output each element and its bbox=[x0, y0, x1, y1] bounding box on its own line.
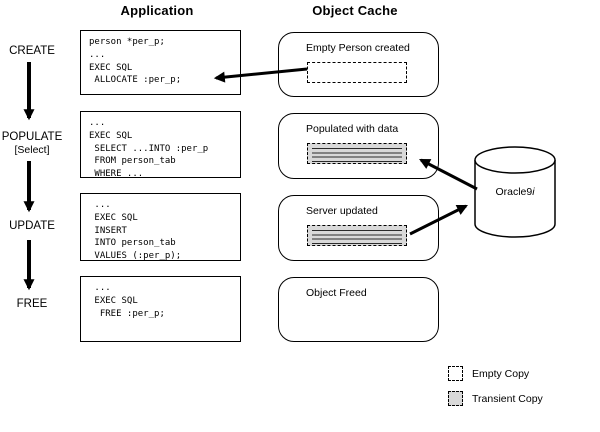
cache-box-server-updated: Server updated bbox=[278, 195, 439, 261]
code-populate-text: ... EXEC SQL SELECT ...INTO :per_p FROM … bbox=[89, 118, 209, 180]
code-box-free: ... EXEC SQL FREE :per_p; bbox=[80, 276, 241, 342]
transient-copy-data-lines bbox=[312, 230, 402, 244]
stage-label-free: FREE bbox=[0, 298, 64, 310]
code-box-update: ... EXEC SQL INSERT INTO person_tab VALU… bbox=[80, 193, 241, 261]
database-label: Oracle9i bbox=[477, 186, 553, 198]
cache-box-object-freed: Object Freed bbox=[278, 277, 439, 342]
transient-copy-rect bbox=[307, 143, 407, 164]
code-free-text: ... EXEC SQL FREE :per_p; bbox=[94, 283, 165, 319]
stage-populate-text: POPULATE bbox=[1, 131, 63, 143]
cache-box-label: Empty Person created bbox=[306, 42, 410, 54]
database-name-text: Oracle9 bbox=[495, 186, 533, 198]
code-create-text: person *per_p; ... EXEC SQL ALLOCATE :pe… bbox=[89, 37, 182, 86]
code-box-create: person *per_p; ... EXEC SQL ALLOCATE :pe… bbox=[80, 30, 241, 95]
legend-label: Transient Copy bbox=[472, 393, 543, 405]
transient-copy-swatch-icon bbox=[448, 391, 463, 406]
stage-label-update: UPDATE bbox=[0, 220, 64, 232]
code-update-text: ... EXEC SQL INSERT INTO person_tab VALU… bbox=[94, 200, 182, 262]
stage-free-text: FREE bbox=[16, 298, 48, 310]
transient-copy-rect bbox=[307, 225, 407, 246]
database-cylinder-icon bbox=[474, 146, 556, 238]
application-header: Application bbox=[120, 3, 194, 18]
stage-label-populate: POPULATE [Select] bbox=[0, 131, 64, 156]
legend-label: Empty Copy bbox=[472, 368, 530, 380]
empty-copy-rect bbox=[307, 62, 407, 83]
stage-create-text: CREATE bbox=[9, 45, 55, 57]
object-cache-header: Object Cache bbox=[312, 3, 398, 18]
cache-box-label: Populated with data bbox=[306, 123, 399, 135]
cache-box-label: Object Freed bbox=[306, 287, 367, 299]
stage-populate-subtext: [Select] bbox=[14, 144, 50, 156]
code-box-populate: ... EXEC SQL SELECT ...INTO :per_p FROM … bbox=[80, 111, 241, 180]
stage-label-create: CREATE bbox=[0, 45, 64, 57]
cache-box-populated: Populated with data bbox=[278, 113, 439, 179]
stage-update-text: UPDATE bbox=[9, 220, 55, 232]
cache-box-empty-person: Empty Person created bbox=[278, 32, 439, 97]
database-name-suffix: i bbox=[532, 186, 535, 198]
transient-copy-data-lines bbox=[312, 148, 402, 162]
empty-copy-swatch-icon bbox=[448, 366, 463, 381]
cache-box-label: Server updated bbox=[306, 205, 378, 217]
